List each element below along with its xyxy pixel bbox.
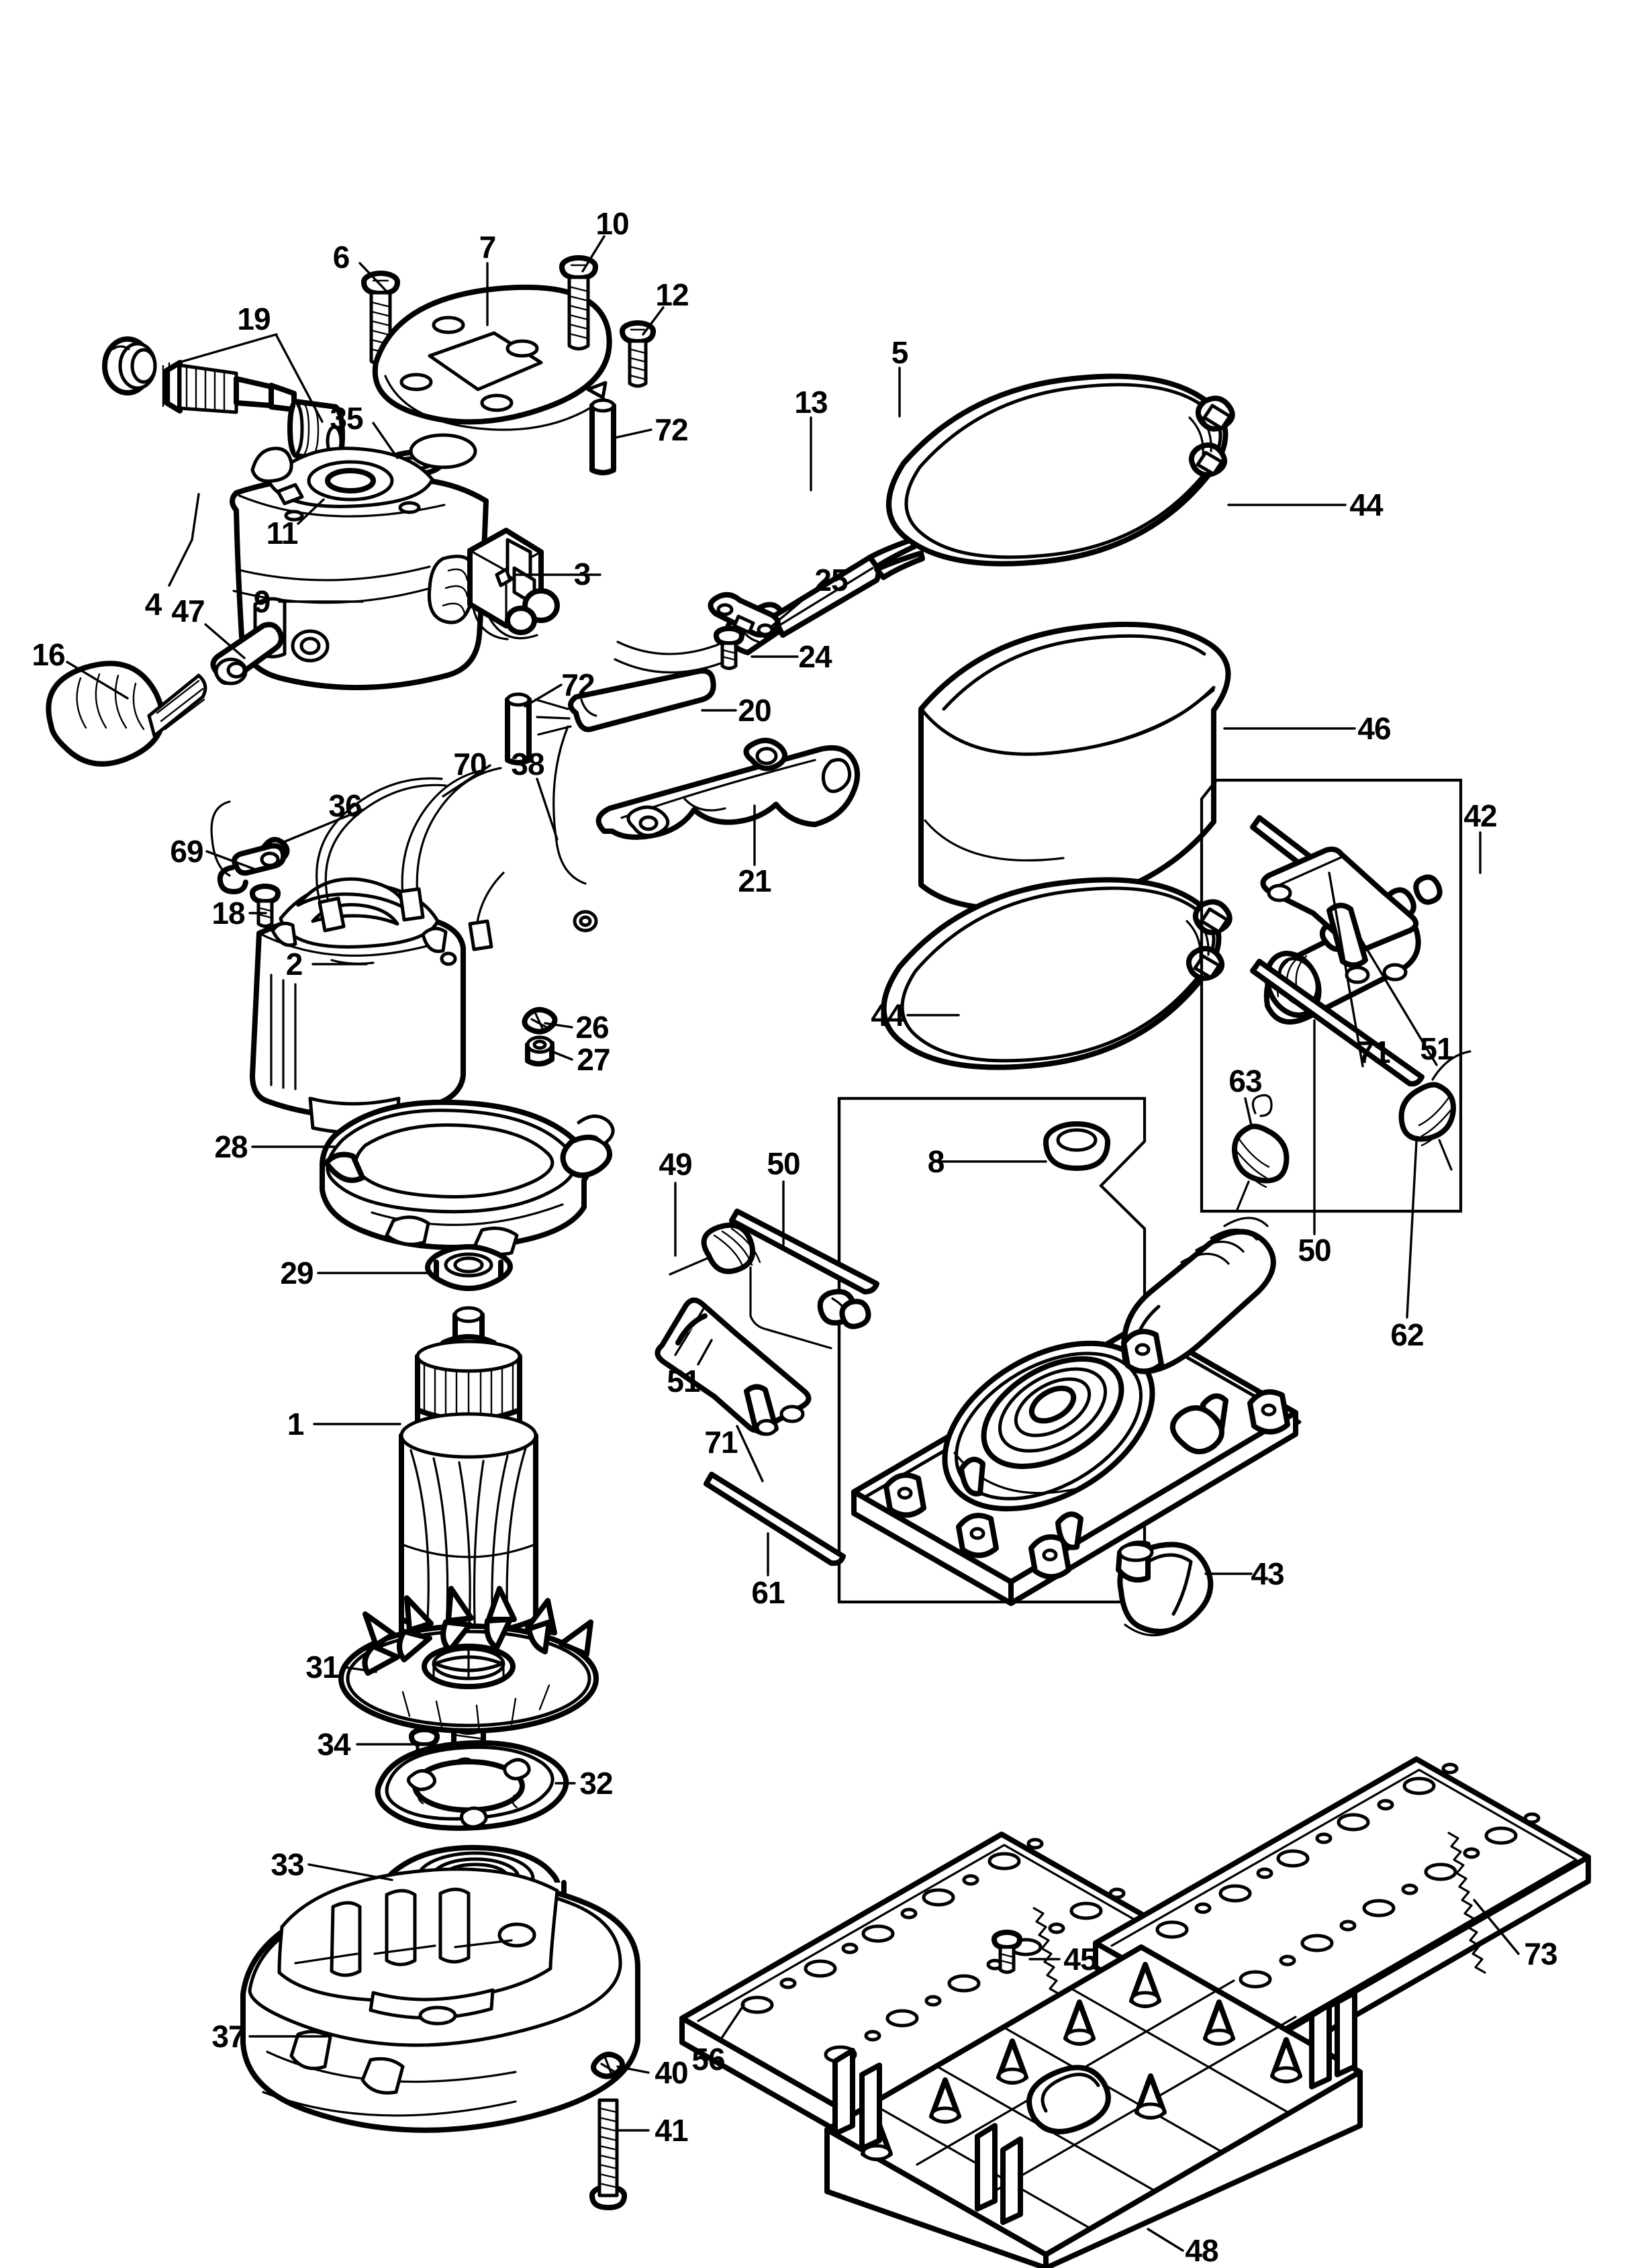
part-callout-51[interactable]: 51 xyxy=(1420,1031,1453,1066)
part-callout-19[interactable]: 19 xyxy=(237,301,271,336)
part-callout-63[interactable]: 63 xyxy=(1228,1064,1262,1098)
part-callout-37[interactable]: 37 xyxy=(211,2019,245,2054)
part-callout-21[interactable]: 21 xyxy=(738,863,771,898)
part-callout-18[interactable]: 18 xyxy=(211,896,245,931)
part-callout-36[interactable]: 36 xyxy=(328,788,362,823)
part-callout-44[interactable]: 44 xyxy=(1349,487,1383,522)
part-callout-44[interactable]: 44 xyxy=(871,998,904,1033)
part-callout-12[interactable]: 12 xyxy=(655,277,689,312)
part-callout-42[interactable]: 42 xyxy=(1463,798,1497,833)
part-callout-47[interactable]: 47 xyxy=(171,594,205,628)
part-callout-9[interactable]: 9 xyxy=(253,584,271,619)
part-callout-41[interactable]: 41 xyxy=(655,2113,688,2148)
part-callout-40[interactable]: 40 xyxy=(655,2055,688,2090)
part-callout-69[interactable]: 69 xyxy=(170,834,203,869)
part-callout-8[interactable]: 8 xyxy=(927,1144,945,1179)
part-callout-7[interactable]: 7 xyxy=(479,230,497,265)
part-callout-32[interactable]: 32 xyxy=(579,1766,613,1801)
part-callout-51[interactable]: 51 xyxy=(667,1364,700,1399)
part-callout-61[interactable]: 61 xyxy=(751,1575,785,1610)
part-callout-10[interactable]: 10 xyxy=(595,206,629,241)
part-callout-45[interactable]: 45 xyxy=(1063,1942,1097,1977)
part-callout-20[interactable]: 20 xyxy=(738,693,771,728)
part-callout-46[interactable]: 46 xyxy=(1357,711,1391,746)
part-callout-71[interactable]: 71 xyxy=(704,1425,738,1460)
part-callout-13[interactable]: 13 xyxy=(794,385,828,420)
part-callout-33[interactable]: 33 xyxy=(271,1847,304,1882)
part-callout-48[interactable]: 48 xyxy=(1185,2233,1218,2268)
part-callout-73[interactable]: 73 xyxy=(1524,1936,1557,1971)
part-callout-71[interactable]: 71 xyxy=(1357,1035,1390,1070)
part-callout-56[interactable]: 56 xyxy=(691,2042,725,2077)
part-callout-50[interactable]: 50 xyxy=(1298,1233,1331,1268)
part-callout-62[interactable]: 62 xyxy=(1390,1317,1424,1352)
part-callout-26[interactable]: 26 xyxy=(575,1010,609,1045)
part-callout-34[interactable]: 34 xyxy=(317,1727,350,1762)
part-callout-31[interactable]: 31 xyxy=(305,1650,339,1685)
part-callout-24[interactable]: 24 xyxy=(798,639,832,674)
part-callout-25[interactable]: 25 xyxy=(814,563,848,598)
part-callout-70[interactable]: 70 xyxy=(453,747,487,782)
part-callout-49[interactable]: 49 xyxy=(659,1147,692,1182)
part-callout-16[interactable]: 16 xyxy=(32,637,65,672)
part-callout-72[interactable]: 72 xyxy=(561,667,595,702)
part-callout-27[interactable]: 27 xyxy=(577,1042,610,1077)
part-callout-38[interactable]: 38 xyxy=(511,747,544,782)
part-callout-1[interactable]: 1 xyxy=(287,1407,305,1442)
part-callout-6[interactable]: 6 xyxy=(332,240,350,275)
part-callout-11[interactable]: 11 xyxy=(266,516,299,551)
part-callout-43[interactable]: 43 xyxy=(1251,1556,1284,1591)
part-callout-72[interactable]: 72 xyxy=(655,412,688,447)
part-callout-2[interactable]: 2 xyxy=(285,947,303,982)
part-callout-28[interactable]: 28 xyxy=(214,1129,248,1164)
part-callout-50[interactable]: 50 xyxy=(767,1146,800,1181)
part-callout-5[interactable]: 5 xyxy=(891,335,909,370)
part-callout-4[interactable]: 4 xyxy=(144,587,162,622)
part-callout-3[interactable]: 3 xyxy=(573,557,591,592)
part-callout-29[interactable]: 29 xyxy=(280,1256,313,1290)
part-callout-35[interactable]: 35 xyxy=(330,401,363,436)
